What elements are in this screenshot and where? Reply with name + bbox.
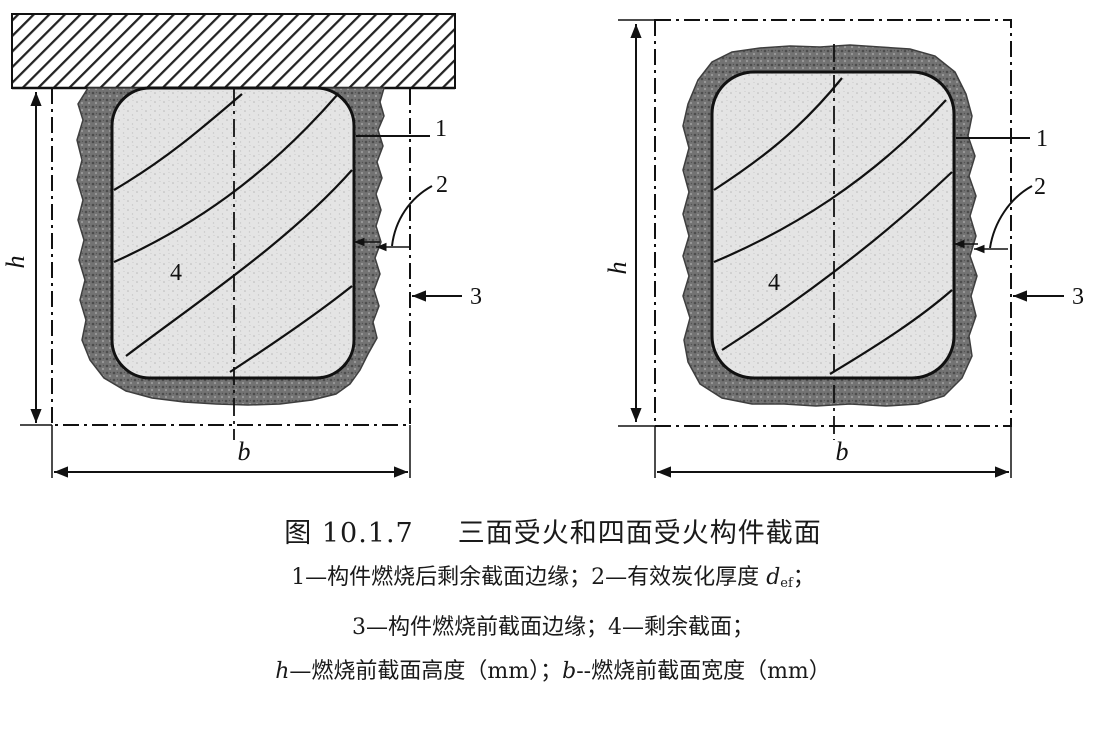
dimension-h-left: h: [1, 256, 30, 269]
original-section-edge-right: [654, 19, 1012, 427]
three-sided-section: h b 1 2 3 4: [1, 13, 482, 478]
four-sided-section: h b 1 2 3 4: [603, 19, 1084, 478]
legend-line-3: h—燃烧前截面高度（mm）；b--燃烧前截面宽度（mm）: [0, 650, 1106, 694]
label-3-right: 3: [1072, 284, 1084, 310]
dimension-h-right: h: [603, 262, 632, 275]
label-4-right: 4: [768, 270, 780, 296]
legend-line-1: 1—构件燃烧后剩余截面边缘；2—有效炭化厚度 def；: [0, 556, 1106, 606]
label-2-right: 2: [1034, 174, 1046, 200]
label-1-right: 1: [1036, 126, 1048, 152]
symbol-b: b: [562, 659, 577, 684]
legend-text-3a: —燃烧前截面高度（mm）；: [289, 659, 563, 684]
fire-section-diagram: h b 1 2 3 4: [1, 13, 1084, 478]
legend-text-1-end: ；: [792, 565, 815, 590]
label-3-left: 3: [470, 284, 482, 310]
symbol-d-subscript: ef: [780, 576, 793, 591]
symbol-d: d: [766, 565, 781, 590]
figure-number: 图 10.1.7: [284, 518, 414, 549]
caption-title-line: 图 10.1.7 三面受火和四面受火构件截面: [0, 512, 1106, 556]
figure-caption: 图 10.1.7 三面受火和四面受火构件截面 1—构件燃烧后剩余截面边缘；2—有效…: [0, 512, 1106, 694]
support-hatch: [11, 13, 456, 89]
label-1-left: 1: [435, 116, 447, 142]
legend-line-2: 3—构件燃烧前截面边缘；4—剩余截面；: [0, 606, 1106, 650]
legend-text-2: 3—构件燃烧前截面边缘；4—剩余截面；: [352, 615, 754, 640]
label-4-left: 4: [170, 260, 182, 286]
legend-text-1: 1—构件燃烧后剩余截面边缘；2—有效炭化厚度: [291, 565, 760, 590]
dimension-b-left: b: [238, 437, 251, 466]
symbol-h: h: [275, 659, 290, 684]
residual-section-left: [110, 86, 356, 380]
label-2-left: 2: [436, 172, 448, 198]
original-section-edge-left: [51, 88, 411, 426]
legend-text-3b: --燃烧前截面宽度（mm）: [576, 659, 831, 684]
dimension-b-right: b: [836, 437, 849, 466]
figure-title: 三面受火和四面受火构件截面: [457, 518, 822, 549]
